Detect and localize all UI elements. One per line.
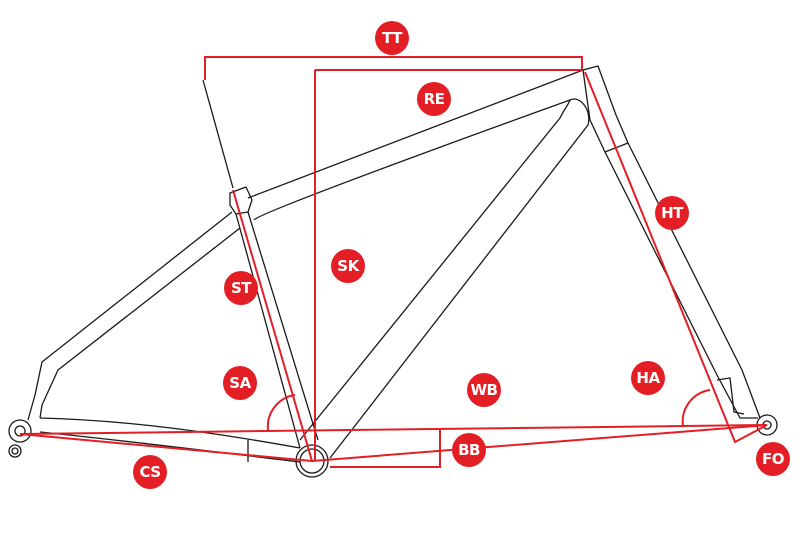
ha-badge: HA [631, 361, 665, 395]
sk-badge: SK [331, 249, 365, 283]
fork-mount [716, 377, 745, 415]
cs-badge: CS [133, 455, 167, 489]
chain-stay [39, 417, 301, 463]
bottom-bracket [295, 444, 329, 478]
re-badge: RE [417, 82, 451, 116]
ht-badge: HT [655, 196, 689, 230]
fork [604, 142, 761, 419]
bike-frame [8, 65, 778, 478]
rear-axle [14, 425, 26, 437]
rear-dropout [8, 419, 32, 443]
seat-stay [27, 211, 241, 421]
chainstay-line [19, 433, 313, 462]
head-angle-arc [681, 389, 711, 427]
seat-tube [235, 211, 319, 449]
tt-badge: TT [375, 21, 409, 55]
bb-drop-bracket [330, 430, 441, 468]
wheelbase-line [19, 424, 768, 435]
head-tube-line [584, 71, 768, 444]
fo-badge: FO [756, 442, 790, 476]
wb-badge: WB [467, 373, 501, 407]
bb-badge: BB [452, 433, 486, 467]
top-tube-line [204, 56, 583, 80]
seat-angle-arc [266, 394, 296, 431]
derailleur-hanger-inner [11, 447, 19, 455]
down-tube [299, 98, 590, 459]
bb-drop-line [311, 424, 768, 462]
head-tube [582, 65, 629, 153]
st-badge: ST [224, 271, 258, 305]
derailleur-hanger [8, 444, 22, 458]
seat-tube-line [232, 189, 313, 462]
sa-badge: SA [223, 366, 257, 400]
geometry-lines [19, 56, 768, 468]
top-tube [247, 69, 584, 221]
seatpost [202, 79, 234, 189]
